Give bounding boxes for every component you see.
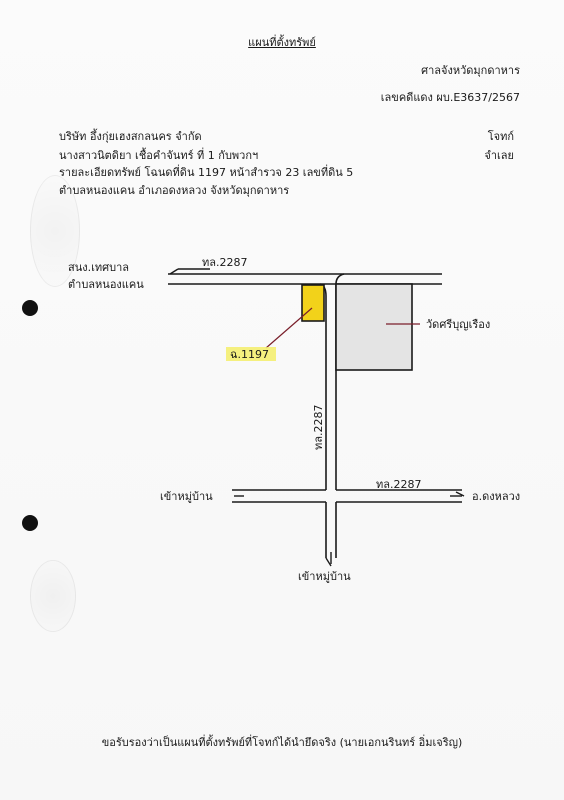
defendant-role: จำเลย: [484, 149, 514, 162]
junction-curve: [335, 273, 345, 285]
paper-stain: [30, 175, 80, 287]
parcel-label-highlight: [226, 347, 276, 361]
vertical-road-label: ทล.2287: [312, 405, 325, 450]
road-arrow-left: [169, 268, 179, 275]
certification-footer: ขอรับรองว่าเป็นแผนที่ตั้งทรัพย์ที่โจทก์ไ…: [101, 736, 463, 749]
left-destination-line1: สนง.เทศบาล: [68, 261, 129, 274]
road-arrow-right: [455, 491, 465, 497]
left-destination-line2: ตำบลหนองแคน: [68, 278, 144, 291]
temple-label: วัดศรีบุญเรือง: [426, 318, 490, 331]
parcel-pointer-line: [265, 307, 313, 349]
road-arrow-down: [325, 557, 332, 567]
case-number: เลขคดีแดง ผบ.E3637/2567: [380, 91, 520, 104]
paper-stain: [30, 560, 76, 632]
property-detail: รายละเอียดทรัพย์ โฉนดที่ดิน 1197 หน้าสำร…: [59, 166, 354, 179]
plaintiff-name: บริษัท อึ้งกุ่ยเฮงสกลนคร จำกัด: [59, 130, 202, 143]
cross-road-label: ทล.2287: [376, 478, 421, 491]
plaintiff-role: โจทก์: [487, 130, 514, 143]
parcel-label: ฉ.1197: [230, 348, 269, 361]
punch-hole: [22, 515, 38, 531]
right-destination-label: อ.ดงหลวง: [472, 490, 520, 503]
temple-land: [335, 283, 413, 371]
property-parcel: [301, 284, 325, 322]
bottom-village-label: เข้าหมู่บ้าน: [298, 570, 351, 583]
punch-hole: [22, 300, 38, 316]
left-village-label: เข้าหมู่บ้าน: [160, 490, 213, 503]
court-name: ศาลจังหวัดมุกดาหาร: [421, 64, 520, 77]
defendant-name: นางสาวนิตดิยา เชื้อคำจันทร์ ที่ 1 กับพวก…: [59, 149, 259, 162]
road-top-label: ทล.2287: [202, 256, 247, 269]
document-title: แผนที่ตั้งทรัพย์: [248, 36, 316, 49]
property-location: ตำบลหนองแคน อำเภอดงหลวง จังหวัดมุกดาหาร: [59, 184, 290, 197]
